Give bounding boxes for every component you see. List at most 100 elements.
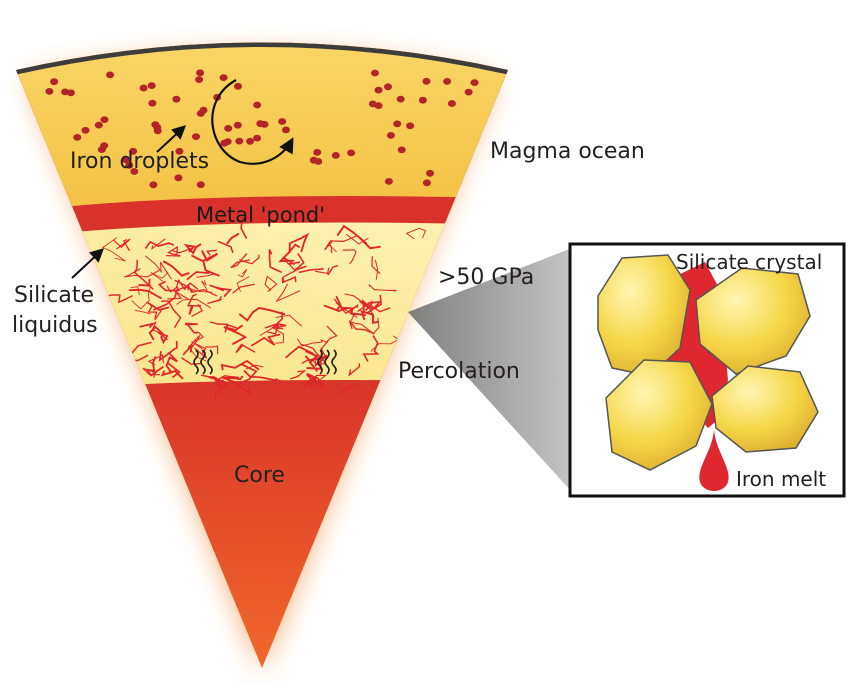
percolation-vein [235,343,256,354]
percolation-vein [405,227,427,240]
silicate-crystal-grain [605,359,713,471]
iron-droplet [278,118,287,125]
percolation-vein [153,286,180,311]
percolation-vein [285,345,314,359]
silicate-crystal-grain [597,254,691,377]
iron-droplet [368,100,377,108]
percolation-label: Percolation [398,359,520,384]
percolation-vein [220,359,260,371]
iron-droplet [406,122,415,130]
silicate-liquidus-label-line1: Silicate [14,283,94,308]
percolation-vein [186,286,213,293]
percolation-vein [102,237,126,262]
percolation-vein [200,279,208,291]
iron-droplet [374,86,383,94]
percolation-vein [206,249,217,256]
iron-droplet [219,74,228,81]
percolation-vein [240,215,252,239]
percolation-vein [239,306,286,322]
iron-droplet [397,146,406,154]
iron-droplet [45,88,54,95]
percolation-vein [160,370,184,380]
percolation-vein [274,377,291,386]
zoom-funnel [408,248,572,492]
percolation-vein [327,264,338,276]
percolation-vein [167,362,181,378]
percolation-vein [162,260,190,277]
percolation-vein [187,293,202,307]
percolation-vein [370,335,399,352]
percolation-vein [174,279,195,293]
percolation-vein [134,309,151,315]
percolation-vein [349,312,380,335]
percolation-vein [201,250,219,262]
percolation-vein [268,249,282,273]
iron-melt-drop [699,430,729,491]
percolation-vein [298,268,324,273]
magma-ocean-label: Magma ocean [490,139,645,164]
percolation-vein [139,322,156,328]
percolation-vein [264,311,287,329]
iron-droplet [196,69,205,77]
core-label: Core [234,463,285,488]
percolation-vein [176,298,211,309]
percolation-vein [217,240,234,254]
percolation-vein [196,269,216,278]
iron-droplet [371,69,379,77]
iron-droplet [94,121,103,129]
percolation-vein [301,343,320,358]
iron-droplet [100,116,109,123]
iron-droplet [422,77,431,85]
iron-droplet [418,96,427,104]
silicate-crystal-grain [711,365,819,453]
silicate-crystal-grain [695,267,811,375]
liquidus-pointer-arrow [71,248,105,279]
percolation-vein [230,253,251,269]
iron-droplet [139,84,148,92]
iron-droplet [100,142,109,150]
percolation-vein [251,333,281,347]
percolation-vein [179,282,199,290]
iron-droplet [384,83,392,91]
percolation-vein [235,363,258,396]
percolation-vein [147,303,162,321]
percolation-vein [223,326,237,334]
iron-droplet [253,134,262,142]
percolation-vein [361,299,382,312]
percolation-vein [302,373,317,389]
iron-droplet [129,147,138,155]
percolation-vein [306,373,325,389]
iron-droplet [106,71,115,79]
percolation-vein [122,239,130,252]
percolation-vein [146,301,170,311]
iron-droplet [50,78,59,86]
iron-droplet [256,120,265,128]
percolation-vein [147,354,164,366]
iron-melt-label: Iron melt [736,467,826,491]
percolation-vein [366,294,383,314]
percolation-vein [238,268,248,278]
percolation-vein [342,249,357,265]
iron-droplet [347,149,356,157]
percolation-vein [348,320,375,335]
iron-droplets-label: Iron droplets [70,149,209,174]
crust-layer [0,0,850,40]
percolation-vein [214,383,229,400]
percolation-vein [130,286,140,296]
iron-droplet [464,88,473,96]
magma-ocean-layer [16,42,508,214]
iron-droplet [175,147,184,155]
percolation-vein [124,268,160,278]
iron-droplet [172,95,181,103]
percolation-vein [281,276,297,284]
percolation-vein [374,259,379,280]
percolation-vein [188,305,194,315]
percolation-vein [232,283,255,294]
percolation-vein [150,271,169,282]
iron-droplet [149,181,158,189]
percolation-vein [288,232,310,254]
percolation-vein [131,285,152,310]
iron-droplet [246,137,255,145]
iron-droplets-group [45,69,479,189]
